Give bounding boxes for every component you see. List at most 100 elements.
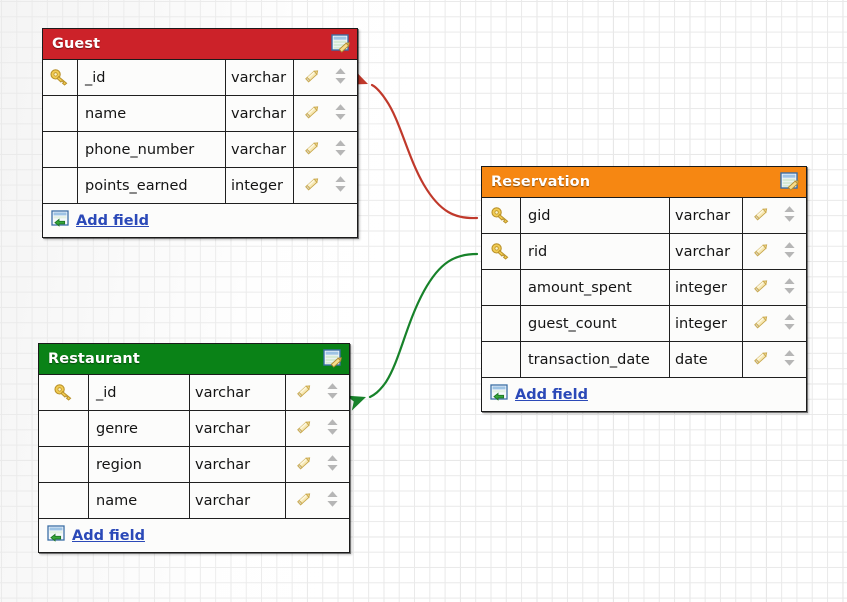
relationship-line[interactable]: [368, 252, 479, 399]
pencil-icon[interactable]: [304, 139, 321, 156]
updown-spinner-icon[interactable]: [783, 277, 796, 295]
field-actions[interactable]: [294, 96, 357, 131]
table-edit-icon[interactable]: [780, 172, 800, 192]
field-actions[interactable]: [294, 132, 357, 167]
updown-spinner-icon[interactable]: [334, 139, 347, 161]
updown-spinner-icon[interactable]: [783, 313, 796, 331]
primary-key-cell[interactable]: [39, 375, 89, 410]
field-type[interactable]: varchar: [226, 132, 294, 167]
updown-spinner-icon[interactable]: [783, 277, 796, 299]
pencil-icon[interactable]: [296, 490, 313, 507]
field-name[interactable]: region: [89, 447, 190, 482]
pencil-icon[interactable]: [753, 313, 770, 334]
primary-key-cell[interactable]: [482, 198, 521, 233]
field-type[interactable]: varchar: [190, 411, 286, 446]
updown-spinner-icon[interactable]: [334, 175, 347, 197]
field-type[interactable]: varchar: [226, 60, 294, 95]
add-row-icon[interactable]: [47, 525, 66, 542]
field-actions[interactable]: [743, 234, 806, 269]
entity-header-reservation[interactable]: Reservation: [482, 167, 806, 198]
key-cell-empty[interactable]: [482, 306, 521, 341]
updown-spinner-icon[interactable]: [783, 205, 796, 223]
key-cell-empty[interactable]: [43, 132, 78, 167]
field-name[interactable]: name: [78, 96, 226, 131]
pencil-icon[interactable]: [753, 241, 770, 258]
key-cell-empty[interactable]: [39, 447, 89, 482]
updown-spinner-icon[interactable]: [326, 418, 339, 440]
entity-header-guest[interactable]: Guest: [43, 29, 357, 60]
field-actions[interactable]: [743, 342, 806, 377]
key-cell-empty[interactable]: [39, 483, 89, 518]
relationship-line[interactable]: [370, 83, 479, 220]
updown-spinner-icon[interactable]: [783, 205, 796, 227]
field-name[interactable]: amount_spent: [521, 270, 670, 305]
pencil-icon[interactable]: [296, 418, 313, 439]
field-type[interactable]: date: [670, 342, 743, 377]
table-edit-icon[interactable]: [331, 34, 351, 54]
field-name[interactable]: _id: [78, 60, 226, 95]
add-row-icon[interactable]: [490, 384, 509, 401]
add-row-icon[interactable]: [51, 210, 70, 227]
key-cell-empty[interactable]: [39, 411, 89, 446]
relationship-restaurant-reservation[interactable]: [346, 252, 479, 411]
field-actions[interactable]: [286, 375, 349, 410]
field-type[interactable]: varchar: [190, 447, 286, 482]
pencil-icon[interactable]: [304, 67, 321, 88]
updown-spinner-icon[interactable]: [326, 382, 339, 404]
updown-spinner-icon[interactable]: [334, 103, 347, 125]
field-actions[interactable]: [743, 306, 806, 341]
key-cell-empty[interactable]: [482, 342, 521, 377]
updown-spinner-icon[interactable]: [326, 418, 339, 436]
field-name[interactable]: gid: [521, 198, 670, 233]
pencil-icon[interactable]: [753, 313, 770, 330]
field-name[interactable]: phone_number: [78, 132, 226, 167]
field-type[interactable]: integer: [670, 306, 743, 341]
pencil-icon[interactable]: [753, 349, 770, 370]
add-field-button[interactable]: Add field: [482, 378, 806, 411]
pencil-icon[interactable]: [753, 241, 770, 262]
updown-spinner-icon[interactable]: [783, 349, 796, 371]
table-edit-icon[interactable]: [323, 349, 344, 369]
field-actions[interactable]: [286, 411, 349, 446]
table-edit-icon[interactable]: [780, 172, 801, 192]
field-name[interactable]: points_earned: [78, 168, 226, 203]
updown-spinner-icon[interactable]: [326, 454, 339, 476]
field-actions[interactable]: [743, 270, 806, 305]
field-name[interactable]: genre: [89, 411, 190, 446]
updown-spinner-icon[interactable]: [326, 454, 339, 472]
field-type[interactable]: varchar: [190, 375, 286, 410]
field-name[interactable]: guest_count: [521, 306, 670, 341]
add-field-button[interactable]: Add field: [39, 519, 349, 552]
updown-spinner-icon[interactable]: [334, 103, 347, 121]
add-field-button[interactable]: Add field: [43, 204, 357, 237]
updown-spinner-icon[interactable]: [783, 349, 796, 367]
updown-spinner-icon[interactable]: [783, 313, 796, 335]
field-name[interactable]: _id: [89, 375, 190, 410]
field-type[interactable]: varchar: [226, 96, 294, 131]
pencil-icon[interactable]: [304, 67, 321, 84]
add-row-icon[interactable]: [490, 384, 509, 405]
pencil-icon[interactable]: [753, 205, 770, 226]
primary-key-cell[interactable]: [482, 234, 521, 269]
field-name[interactable]: rid: [521, 234, 670, 269]
updown-spinner-icon[interactable]: [326, 490, 339, 508]
updown-spinner-icon[interactable]: [783, 241, 796, 259]
updown-spinner-icon[interactable]: [334, 67, 347, 85]
table-edit-icon[interactable]: [323, 349, 343, 369]
add-row-icon[interactable]: [47, 525, 66, 546]
add-row-icon[interactable]: [51, 210, 70, 231]
primary-key-cell[interactable]: [43, 60, 78, 95]
updown-spinner-icon[interactable]: [334, 139, 347, 157]
key-cell-empty[interactable]: [482, 270, 521, 305]
